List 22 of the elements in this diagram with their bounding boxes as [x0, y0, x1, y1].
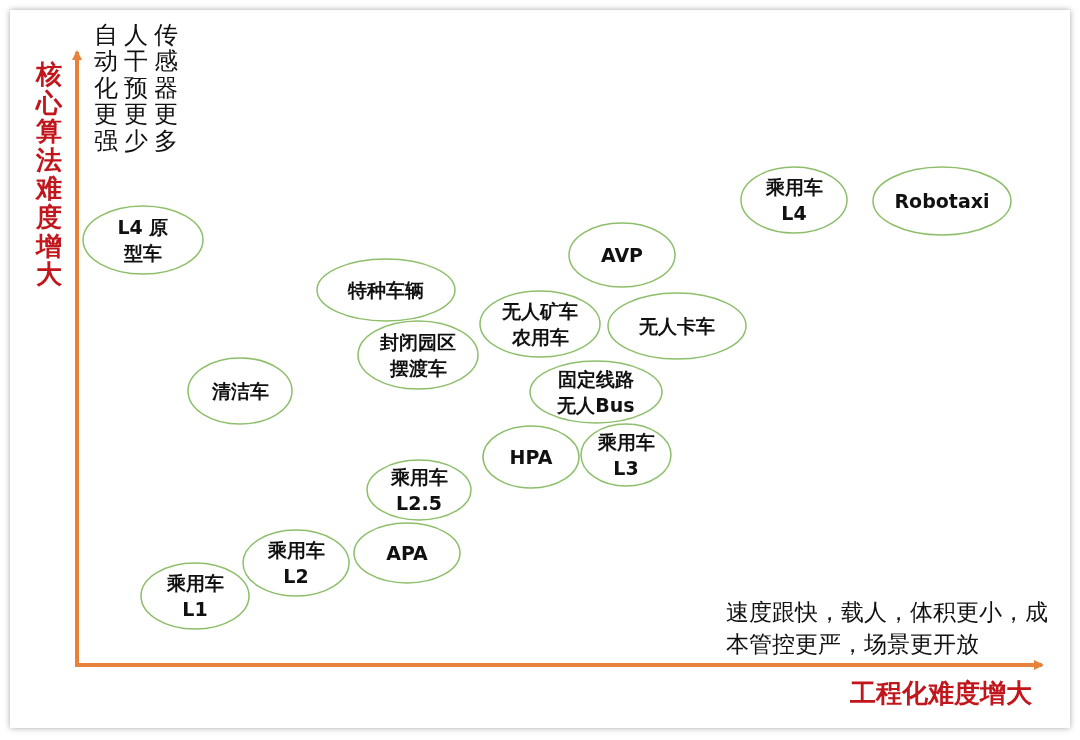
- node-label: APA: [386, 541, 428, 566]
- node-label: 无人卡车: [639, 314, 715, 339]
- node-label: 乘用车 L4: [764, 175, 824, 226]
- y-axis-title: 核心算法难度增大: [36, 60, 62, 289]
- node-label: L4 原型车: [116, 215, 170, 266]
- x-axis-title: 工程化难度增大: [850, 677, 1032, 710]
- node-label: 乘用车 L2.5: [389, 465, 449, 516]
- node-label: 无人矿车农用车: [501, 299, 579, 350]
- node-label: 乘用车 L3: [596, 430, 656, 481]
- node-label: 封闭园区摆渡车: [379, 330, 457, 381]
- axis-note: 速度跟快，载人，体积更小，成本管控更严，场景更开放: [726, 598, 1049, 659]
- node-label: 乘用车 L2: [266, 538, 326, 589]
- axis-note: 传感器更多: [154, 22, 178, 154]
- node-label: 特种车辆: [348, 278, 424, 303]
- axis-note: 自动化更强: [94, 22, 118, 154]
- axis-note: 人干预更少: [124, 22, 148, 154]
- node-label: 清洁车: [211, 379, 269, 404]
- node-label: AVP: [600, 243, 643, 268]
- node-label: HPA: [509, 445, 553, 470]
- node-label: Robotaxi: [894, 189, 990, 214]
- node-label: 乘用车 L1: [165, 571, 225, 622]
- node-label: 固定线路无人Bus: [556, 367, 636, 418]
